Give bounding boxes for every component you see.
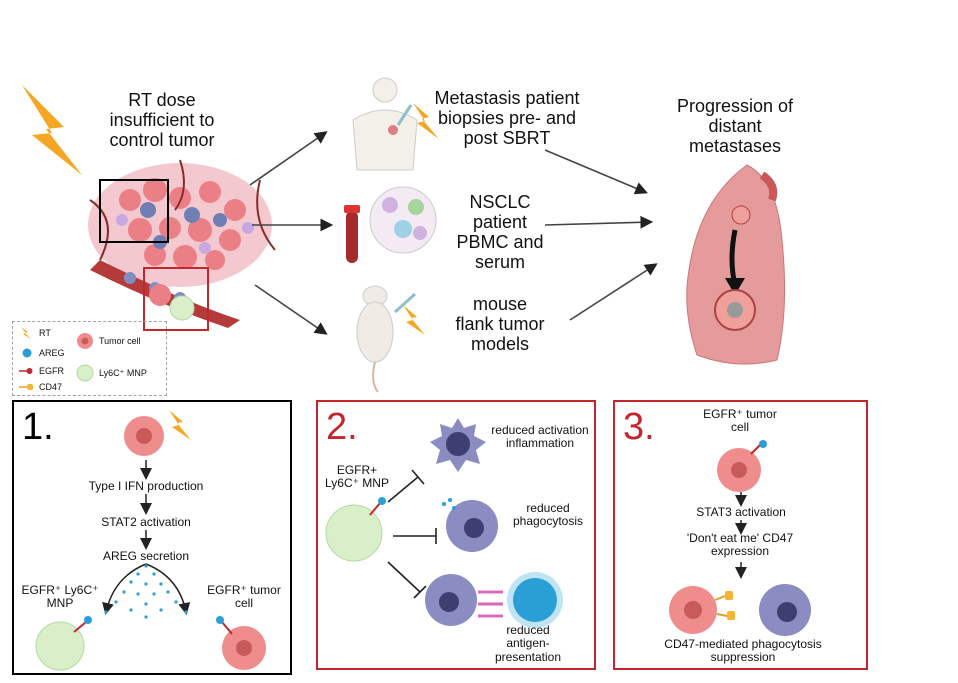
mouse-icon	[356, 285, 417, 393]
mnp-cell-icon	[35, 616, 92, 671]
lightning-icon	[21, 327, 31, 339]
panel-3-number: 3.	[623, 406, 655, 448]
tumor-cell-icon	[216, 616, 266, 670]
areg-dot-icon	[22, 348, 32, 358]
panel-2-effect-phagocytosis: reduced phagocytosis	[512, 501, 584, 529]
panel-2: 2. EGFR+ Ly6C⁺ MNP reduced activation in…	[316, 400, 596, 670]
panel-3: 3. EGFR⁺ tumor cell STAT3 activation 'Do…	[613, 400, 868, 670]
mnp-cell-icon	[325, 497, 386, 562]
legend-label-rt: RT	[39, 328, 51, 338]
tumor-illustration	[88, 159, 276, 331]
panel-1-right-cell-label: EGFR⁺ tumor cell	[207, 583, 281, 611]
legend-label-cd47: CD47	[39, 382, 63, 392]
panel-3-step-stat3: STAT3 activation	[696, 505, 786, 519]
panel-2-effect-activation: reduced activation inflammation	[491, 423, 589, 451]
panel-2-inhibition-lines	[387, 469, 437, 599]
panel-2-cell-label: EGFR+ Ly6C⁺ MNP	[325, 463, 389, 491]
inactive-mnp-icon	[430, 418, 486, 472]
mouse-text: mouse flank tumor models	[455, 294, 545, 355]
panel-1-step-stat2: STAT2 activation	[101, 515, 191, 529]
metastasis-text: Metastasis patient biopsies pre- and pos…	[434, 88, 580, 149]
panel-2-effect-antigen: reduced antigen-presentation	[494, 623, 562, 664]
human-figure-icon	[352, 77, 418, 171]
legend: RT AREG EGFR CD47 Tumor cell Ly6C⁺ MNP	[12, 321, 167, 396]
rt-dose-text: RT dose insufficient to control tumor	[109, 90, 215, 151]
mnp-cell-icon	[76, 364, 94, 382]
panel-1-step-areg: AREG secretion	[102, 549, 190, 563]
panel-1-left-cell-label: EGFR⁺ Ly6C⁺ MNP	[21, 583, 99, 611]
lung-icon	[686, 164, 786, 365]
lightning-icon	[413, 103, 439, 139]
panel-2-number: 2.	[326, 406, 358, 448]
panel-1: 1. Type I IFN production STAT2 activatio…	[12, 400, 292, 675]
egfr-receptor-icon	[19, 368, 33, 374]
panel-3-cell-label: EGFR⁺ tumor cell	[703, 407, 777, 435]
legend-label-mnp: Ly6C⁺ MNP	[99, 368, 147, 378]
panel-1-arrows	[102, 460, 191, 615]
blood-tube-icon	[344, 205, 360, 263]
nsclc-text: NSCLC patient PBMC and serum	[456, 192, 544, 273]
areg-particles	[104, 564, 188, 619]
tumor-cell-icon	[77, 333, 93, 349]
tumor-cell-icon	[124, 416, 164, 456]
lightning-icon	[22, 85, 82, 175]
magnified-cells-icon	[369, 186, 437, 254]
tumor-cell-icon	[717, 440, 767, 492]
panel-3-step-cd47: 'Don't eat me' CD47 expression	[686, 531, 794, 559]
antigen-presentation-icon	[425, 572, 563, 628]
phagocyte-icon	[759, 584, 811, 636]
legend-label-egfr: EGFR	[39, 366, 65, 376]
phagocyte-icon	[442, 498, 498, 552]
panel-1-step-ifn: Type I IFN production	[88, 479, 204, 493]
lightning-icon	[403, 305, 425, 335]
legend-label-areg: AREG	[39, 348, 65, 358]
tumor-cell-cd47-icon	[669, 586, 735, 634]
panel-3-arrows	[735, 492, 747, 579]
progression-text: Progression of distant metastases	[676, 96, 794, 157]
lightning-icon	[169, 410, 191, 440]
panel-1-number: 1.	[22, 406, 54, 448]
legend-label-tumor-cell: Tumor cell	[99, 336, 141, 346]
panel-3-result: CD47-mediated phagocytosis suppression	[664, 637, 822, 665]
cd47-icon	[19, 384, 33, 390]
